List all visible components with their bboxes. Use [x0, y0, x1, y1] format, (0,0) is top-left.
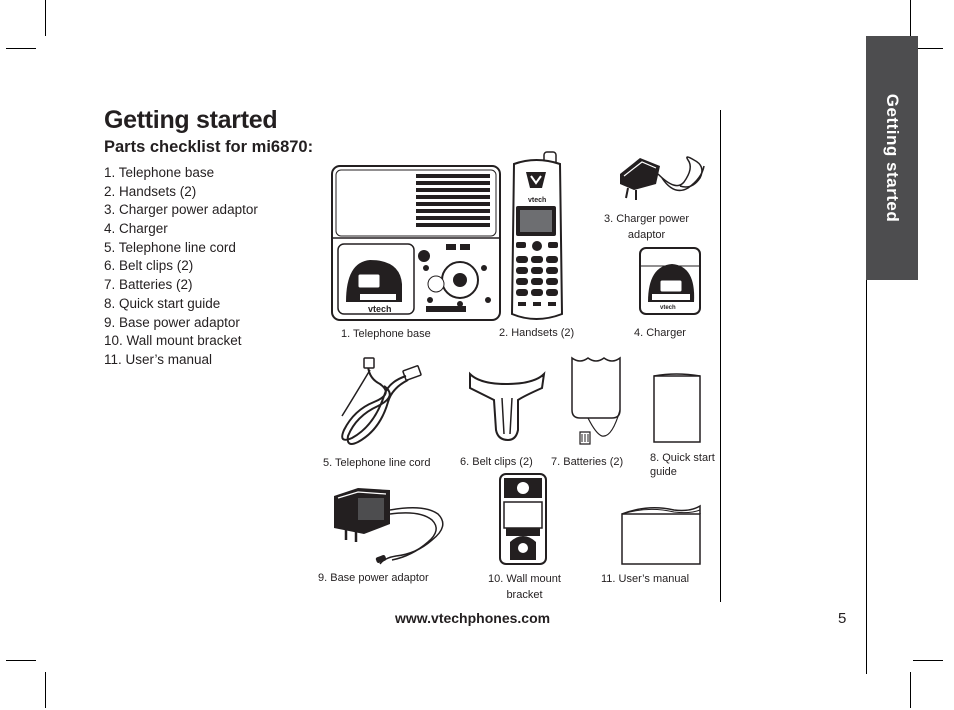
crop-mark [45, 0, 46, 36]
caption-line: adaptor [627, 229, 666, 241]
caption-line: bracket [506, 589, 543, 601]
section-tab-label: Getting started [883, 93, 902, 223]
crop-mark [913, 660, 943, 661]
list-item: 7. Batteries (2) [104, 277, 193, 293]
handset-illustration: vtech [510, 151, 564, 320]
charger-power-adaptor-illustration [620, 156, 705, 200]
wall-mount-bracket-illustration [499, 473, 547, 565]
list-item: 1. Telephone base [104, 165, 215, 180]
belt-clips-caption: 6. Belt clips (2) [460, 456, 533, 468]
base-power-adaptor-illustration [334, 488, 444, 565]
handsets-caption: 2. Handsets (2) [499, 327, 575, 339]
charger-caption: 4. Charger [634, 327, 686, 339]
list-item: 2. Handsets (2) [104, 183, 197, 199]
quick-start-guide-illustration [653, 373, 701, 443]
page-number: 5 [838, 610, 847, 627]
charger-brand-logo: vtech [660, 305, 676, 311]
telephone-base-illustration: vtech [331, 165, 501, 321]
telephone-line-cord-caption: 5. Telephone line cord [323, 457, 431, 469]
quick-start-guide-caption: 8. Quick start guide [650, 451, 715, 479]
crop-mark [6, 48, 36, 49]
list-item: 10. Wall mount bracket [104, 333, 242, 349]
users-manual-caption: 11. User’s manual [601, 573, 690, 585]
wall-mount-bracket-caption: 10. Wall mount bracket [488, 571, 561, 603]
column-divider [720, 110, 721, 602]
margin-rule [866, 280, 867, 674]
charger-illustration: vtech [639, 247, 701, 315]
handset-brand-logo: vtech [528, 197, 546, 204]
list-item: 9. Base power adaptor [104, 314, 240, 330]
list-item: 6. Belt clips (2) [104, 258, 194, 274]
page-title: Getting started [104, 106, 278, 134]
crop-mark [913, 48, 943, 49]
section-tab: Getting started [866, 36, 918, 280]
list-item: 4. Charger [104, 221, 168, 237]
telephone-line-cord-illustration [341, 357, 422, 445]
telephone-base-caption: 1. Telephone base [341, 328, 431, 340]
list-item: 8. Quick start guide [104, 295, 221, 311]
crop-mark [6, 660, 36, 661]
page-subtitle: Parts checklist for mi6870: [104, 138, 314, 156]
base-power-adaptor-caption: 9. Base power adaptor [318, 572, 429, 584]
caption-line: 3. Charger power [604, 213, 689, 225]
crop-mark [910, 672, 911, 708]
caption-line: guide [650, 466, 677, 478]
parts-list: 1. Telephone base 2. Handsets (2) 3. Cha… [104, 164, 258, 370]
belt-clip-illustration [469, 371, 546, 442]
users-manual-illustration [621, 504, 701, 565]
base-brand-logo: vtech [368, 304, 392, 314]
list-item: 5. Telephone line cord [104, 239, 236, 255]
caption-line: 10. Wall mount [488, 573, 561, 585]
crop-mark [45, 672, 46, 708]
list-item: 3. Charger power adaptor [104, 202, 258, 218]
charger-power-adaptor-caption: 3. Charger power adaptor [604, 212, 689, 243]
footer-url: www.vtechphones.com [395, 610, 551, 626]
crop-mark [910, 0, 911, 36]
batteries-caption: 7. Batteries (2) [551, 456, 624, 468]
caption-line: 8. Quick start [650, 452, 715, 464]
batteries-illustration [571, 356, 621, 445]
list-item: 11. User’s manual [104, 351, 213, 367]
